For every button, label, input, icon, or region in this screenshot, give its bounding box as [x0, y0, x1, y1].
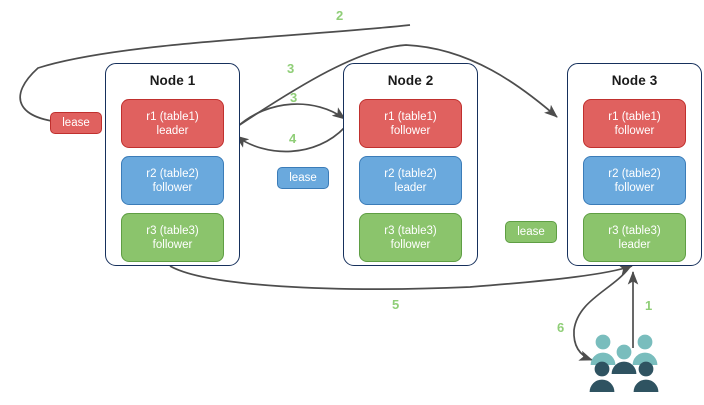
replica-node1-r1[interactable]: r1 (table1) leader [121, 99, 224, 148]
node-title-node1: Node 1 [149, 73, 196, 88]
replica-name: r3 (table3) [384, 224, 437, 237]
step-label-2: 2 [336, 8, 344, 23]
replica-role: follower [390, 124, 431, 137]
replica-role: follower [390, 238, 431, 251]
replica-role: leader [618, 238, 651, 251]
step-label-3-diagonal: 3 [287, 61, 295, 76]
replica-name: r2 (table2) [384, 167, 437, 180]
step-label-5: 5 [392, 297, 400, 312]
node-title-node3: Node 3 [611, 73, 658, 88]
node-title-node2: Node 2 [387, 73, 434, 88]
replica-node1-r3[interactable]: r3 (table3) follower [121, 213, 224, 262]
replica-node1-r2[interactable]: r2 (table2) follower [121, 156, 224, 205]
replica-name: r1 (table1) [608, 110, 661, 123]
replica-role: leader [156, 124, 189, 137]
replica-role: leader [394, 181, 427, 194]
people-group-icon [588, 332, 660, 394]
replica-node3-r1[interactable]: r1 (table1) follower [583, 99, 686, 148]
replica-role: follower [614, 181, 655, 194]
replica-name: r1 (table1) [146, 110, 199, 123]
edge-step-5 [169, 264, 633, 290]
node-container-node1[interactable]: Node 1 r1 (table1) leader r2 (table2) fo… [105, 63, 240, 266]
node-container-node3[interactable]: Node 3 r1 (table1) follower r2 (table2) … [567, 63, 702, 266]
step-label-1: 1 [645, 298, 653, 313]
replica-name: r3 (table3) [146, 224, 199, 237]
replica-role: follower [152, 181, 193, 194]
step-label-6: 6 [557, 320, 565, 335]
replica-name: r1 (table1) [384, 110, 437, 123]
replica-name: r2 (table2) [146, 167, 199, 180]
replica-node2-r2[interactable]: r2 (table2) leader [359, 156, 462, 205]
lease-badge-r1[interactable]: lease [50, 112, 102, 134]
replica-node3-r3[interactable]: r3 (table3) leader [583, 213, 686, 262]
lease-badge-r3[interactable]: lease [505, 221, 557, 243]
replica-node3-r2[interactable]: r2 (table2) follower [583, 156, 686, 205]
edge-step-3-to-node2 [236, 103, 346, 128]
step-label-4: 4 [289, 131, 297, 146]
replica-role: follower [614, 124, 655, 137]
replica-node2-r1[interactable]: r1 (table1) follower [359, 99, 462, 148]
replica-node2-r3[interactable]: r3 (table3) follower [359, 213, 462, 262]
lease-badge-r2[interactable]: lease [277, 167, 329, 189]
replica-role: follower [152, 238, 193, 251]
replica-name: r3 (table3) [608, 224, 661, 237]
step-label-3-to-node2: 3 [290, 90, 298, 105]
node-container-node2[interactable]: Node 2 r1 (table1) follower r2 (table2) … [343, 63, 478, 266]
replica-name: r2 (table2) [608, 167, 661, 180]
